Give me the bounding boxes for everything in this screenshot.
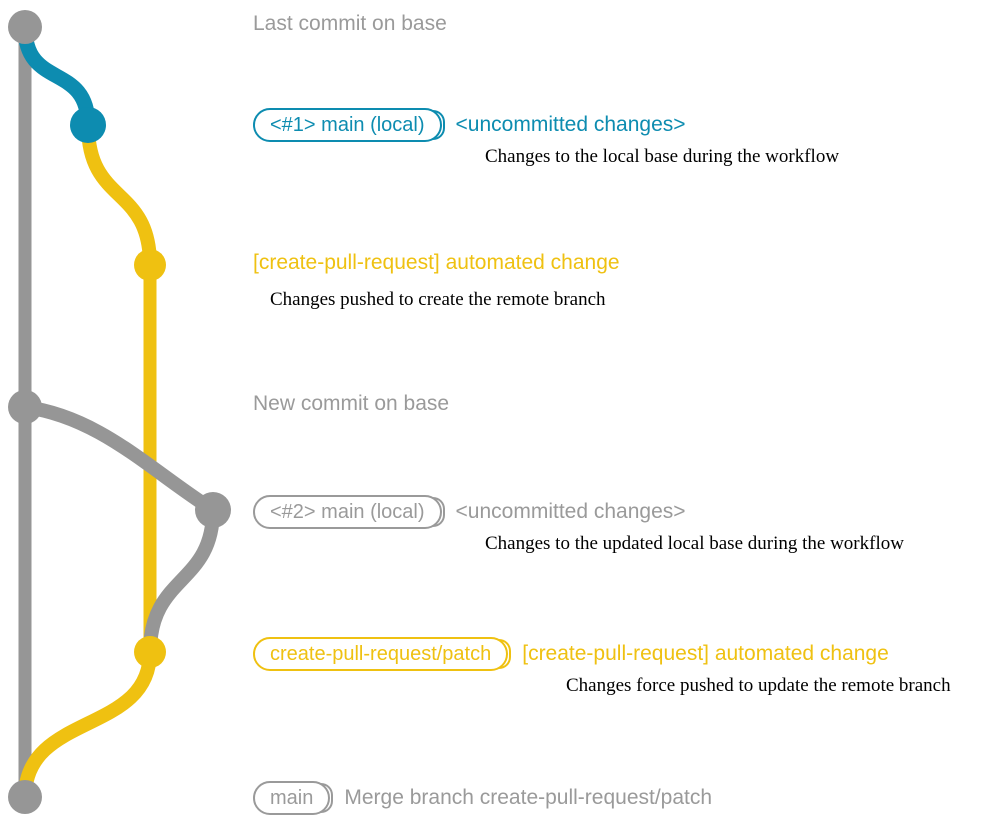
branch-label-main-local-2[interactable]: <#2> main (local) <box>253 495 445 529</box>
row-subtext-automated-change-2: Changes force pushed to update the remot… <box>566 675 951 696</box>
commit-node-local-2[interactable] <box>195 492 231 528</box>
commit-node-local-1[interactable] <box>70 107 106 143</box>
patch-merge-edge <box>18 645 157 804</box>
row-headline: New commit on base <box>253 392 450 415</box>
row-subtext-local-change-2: Changes to the updated local base during… <box>485 533 904 554</box>
row-local-change-2: <#2> main (local) <uncommitted changes> <box>253 495 686 529</box>
commit-node-base-merge[interactable] <box>8 780 42 814</box>
updated-local-branch-edge <box>18 400 220 517</box>
row-headline: <uncommitted changes> <box>455 500 686 523</box>
row-merge-commit: main Merge branch create-pull-request/pa… <box>253 781 712 815</box>
branch-label-create-pull-request-patch[interactable]: create-pull-request/patch <box>253 637 512 671</box>
row-local-change-1: <#1> main (local) <uncommitted changes> <box>253 108 686 142</box>
local-branch-edge-1 <box>17 19 96 133</box>
row-last-commit-on-base: Last commit on base <box>253 12 447 36</box>
patch-branch-edge-1 <box>81 118 157 272</box>
row-headline: Last commit on base <box>253 12 447 35</box>
row-automated-change-2: create-pull-request/patch [create-pull-r… <box>253 637 889 671</box>
row-subtext-local-change-1: Changes to the local base during the wor… <box>485 146 840 167</box>
commit-node-patch-1[interactable] <box>134 249 166 281</box>
branch-label-main[interactable]: main <box>253 781 334 815</box>
commit-node-base-last[interactable] <box>8 10 42 44</box>
commit-node-base-new[interactable] <box>8 390 42 424</box>
updated-local-to-patch-edge <box>143 503 220 659</box>
row-subtext-automated-change-1: Changes pushed to create the remote bran… <box>270 289 606 310</box>
row-automated-change-1: [create-pull-request] automated change <box>253 251 620 275</box>
branch-label-main-local-1[interactable]: <#1> main (local) <box>253 108 445 142</box>
commit-node-patch-2[interactable] <box>134 636 166 668</box>
row-new-commit-on-base: New commit on base <box>253 392 449 416</box>
row-headline: [create-pull-request] automated change <box>522 642 889 665</box>
row-headline: [create-pull-request] automated change <box>253 251 620 274</box>
row-headline: Merge branch create-pull-request/patch <box>344 786 713 809</box>
row-headline: <uncommitted changes> <box>455 113 686 136</box>
